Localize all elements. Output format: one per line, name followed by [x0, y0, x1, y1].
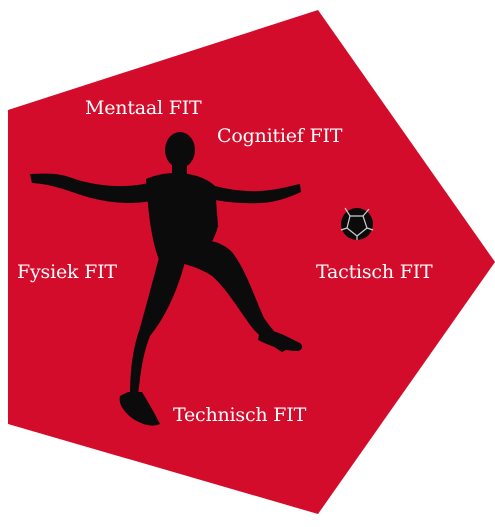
label-cognitief-fit: Cognitief FIT: [217, 125, 343, 147]
label-mentaal-fit: Mentaal FIT: [85, 97, 202, 119]
player-kicking-foot: [258, 329, 303, 351]
player-head: [165, 132, 195, 168]
player-standing-foot: [119, 392, 160, 426]
label-fysiek-fit: Fysiek FIT: [17, 261, 117, 283]
football-player-silhouette: [30, 132, 303, 426]
player-right-arm: [206, 184, 301, 204]
player-kicking-leg: [176, 240, 290, 352]
soccer-ball-icon: [340, 207, 374, 240]
label-tactisch-fit: Tactisch FIT: [316, 261, 433, 283]
player-neck: [172, 162, 187, 176]
player-standing-leg: [130, 254, 186, 396]
label-technisch-fit: Technisch FIT: [173, 404, 307, 426]
player-torso: [146, 172, 218, 262]
pentagon-shape: [8, 10, 495, 514]
player-left-arm: [30, 173, 158, 204]
